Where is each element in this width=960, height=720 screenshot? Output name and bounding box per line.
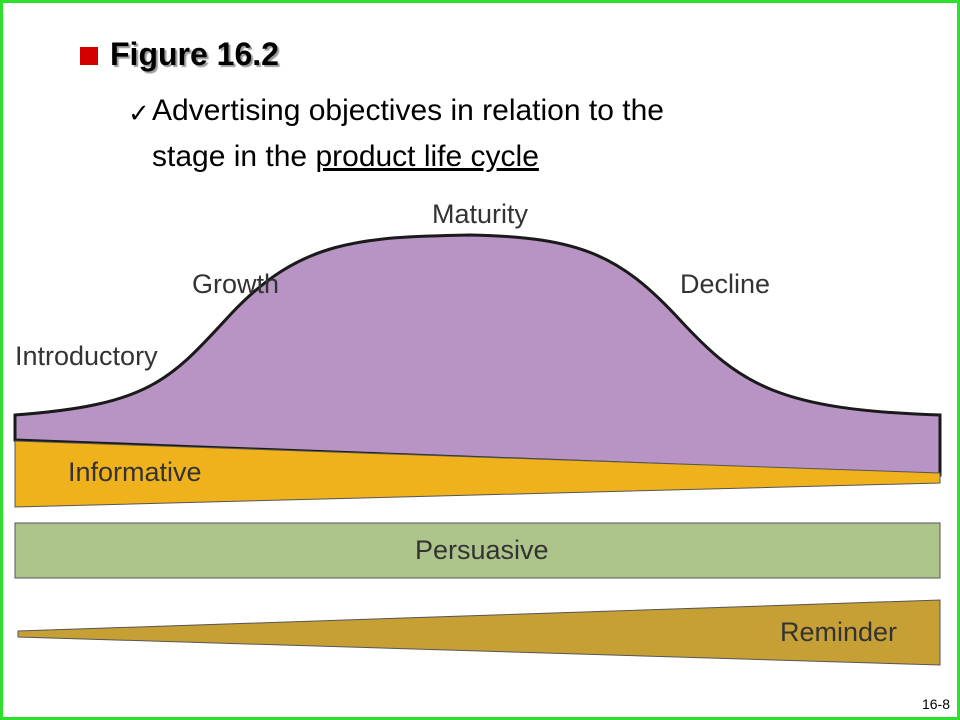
subtitle-prefix: stage in the [152,140,316,173]
slide-number: 16-8 [921,696,950,712]
stage-label-introductory: Introductory [15,341,158,371]
checkmark-icon: ✓ [128,98,150,128]
subtitle-line-1: Advertising objectives in relation to th… [152,94,664,127]
band-informative [14,440,941,508]
slide-heading: Figure 16.2 [80,36,279,73]
band-label-informative: Informative [68,457,202,487]
stage-label-decline: Decline [680,269,770,299]
product-life-cycle-link[interactable]: product life cycle [315,140,539,173]
bullet-square-icon [80,46,98,65]
stage-label-maturity: Maturity [432,199,529,229]
band-label-persuasive: Persuasive [415,535,549,565]
band-reminder [17,599,941,666]
plc-curve [13,233,942,477]
plc-diagram: Introductory Growth Maturity Decline Inf… [13,199,942,666]
subtitle-line-2: stage in the product life cycle [152,134,539,180]
heading-text: Figure 16.2 [110,36,279,72]
stage-label-growth: Growth [192,269,279,299]
band-label-reminder: Reminder [780,617,897,647]
band-persuasive [14,522,941,579]
